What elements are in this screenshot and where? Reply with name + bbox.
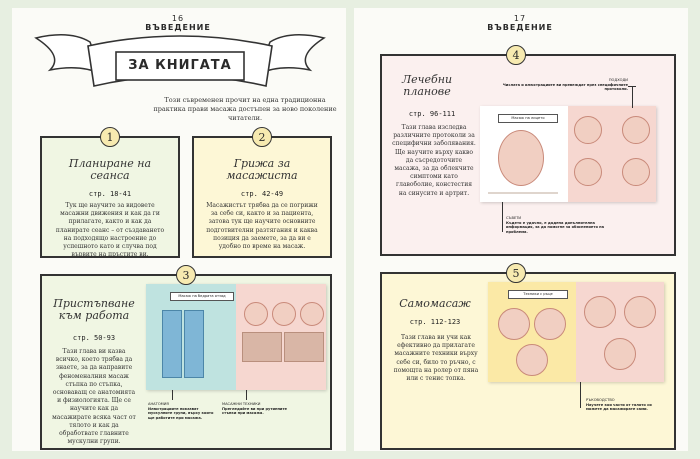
leg-illustration-left xyxy=(162,310,182,378)
section-text-4: Тази глава изследва различните протоколи… xyxy=(392,124,476,197)
annotation-anatomy: АНАТОМИЯ Илюстрациите показват мускулнит… xyxy=(148,402,214,420)
self-massage-photo-4 xyxy=(584,296,616,328)
page-title: За книгата xyxy=(128,58,232,73)
right-page-section: ВЪВЕДЕНИЕ xyxy=(487,23,553,32)
left-page-section: ВЪВЕДЕНИЕ xyxy=(145,23,211,32)
face-illustration xyxy=(498,130,544,186)
section-box-2: Грижа за масажиста стр. 42-49 Масажистът… xyxy=(192,136,332,258)
face-photo-4 xyxy=(622,158,650,186)
technique-photo-1 xyxy=(244,302,268,326)
face-photo-3 xyxy=(574,158,602,186)
section-title-4: Лечебни планове xyxy=(401,73,453,98)
spread-preview-3: Масаж на бедрата отзад xyxy=(146,284,326,390)
self-massage-photo-5 xyxy=(624,296,656,328)
annotation-plans: ПОДХОДИ Числата и илюстрациите ви превеж… xyxy=(502,78,628,92)
section-text-2: Масажистът трябва да се погрижи за себе … xyxy=(206,202,318,251)
face-photo-2 xyxy=(622,116,650,144)
section-box-1: Планиране на сеанса стр. 18-41 Тук ще на… xyxy=(40,136,180,258)
spread-label-4: Масаж на лицето xyxy=(498,114,558,123)
technique-photo-3 xyxy=(300,302,324,326)
left-page: 16 ВЪВЕДЕНИЕ За книгата Този съвременен … xyxy=(12,8,346,451)
section-range-3: стр. 50-93 xyxy=(72,334,116,342)
section-number-5: 5 xyxy=(506,263,526,283)
section-range-4: стр. 96-111 xyxy=(408,110,456,118)
section-title-1: Планиране на сеанса xyxy=(68,157,152,182)
section-title-2: Грижа за масажиста xyxy=(226,157,298,182)
self-massage-photo-3 xyxy=(516,344,548,376)
section-range-1: стр. 18-41 xyxy=(88,190,132,198)
section-number-2: 2 xyxy=(252,127,272,147)
intro-text: Този съвременен прочит на една традицион… xyxy=(153,96,337,122)
section-text-3: Тази глава ви казва всичко, което трябва… xyxy=(52,348,136,446)
spread-label-3: Масаж на бедрата отзад xyxy=(170,292,234,301)
annotation-guide: РЪКОВОДСТВО Научете кои части от тялото … xyxy=(586,398,652,412)
right-page-header: 17 ВЪВЕДЕНИЕ xyxy=(480,14,560,32)
leg-illustration-right xyxy=(184,310,204,378)
spread-preview-5: Техники с ръце xyxy=(488,282,664,382)
section-number-1: 1 xyxy=(100,127,120,147)
right-page-number: 17 xyxy=(513,14,527,23)
section-box-4: Лечебни планове стр. 96-111 Тази глава и… xyxy=(380,54,676,256)
technique-photo-5 xyxy=(284,332,324,362)
section-range-2: стр. 42-49 xyxy=(240,190,284,198)
section-title-5: Самомасаж xyxy=(399,297,471,310)
technique-photo-4 xyxy=(242,332,282,362)
spread-label-5: Техники с ръце xyxy=(508,290,568,299)
right-page: 17 ВЪВЕДЕНИЕ Лечебни планове стр. 96-111… xyxy=(354,8,688,451)
face-photo-1 xyxy=(574,116,602,144)
section-box-3: Пристъпване към работа стр. 50-93 Тази г… xyxy=(40,274,332,450)
section-text-1: Тук ще научите за видовете масажни движе… xyxy=(55,202,165,259)
self-massage-photo-2 xyxy=(534,308,566,340)
technique-photo-2 xyxy=(272,302,296,326)
annotation-techniques: МАСАЖНИ ТЕХНИКИ Прегледайте ви при рутин… xyxy=(222,402,287,416)
spread-preview-4: Масаж на лицето xyxy=(480,106,656,202)
left-page-header: 16 ВЪВЕДЕНИЕ xyxy=(138,14,218,32)
annotation-tips: СЪВЕТИ Където е удачно, е дадена допълни… xyxy=(506,216,605,234)
self-massage-photo-1 xyxy=(498,308,530,340)
self-massage-photo-6 xyxy=(604,338,636,370)
section-number-3: 3 xyxy=(176,265,196,285)
section-range-5: стр. 112-123 xyxy=(409,318,461,326)
section-title-3: Пристъпване към работа xyxy=(53,297,135,322)
section-number-4: 4 xyxy=(506,45,526,65)
left-page-number: 16 xyxy=(171,14,185,23)
section-box-5: Самомасаж стр. 112-123 Тази глава ви учи… xyxy=(380,272,676,450)
section-text-5: Тази глава ви учи как ефективно да прила… xyxy=(393,334,479,383)
title-banner xyxy=(34,34,326,87)
